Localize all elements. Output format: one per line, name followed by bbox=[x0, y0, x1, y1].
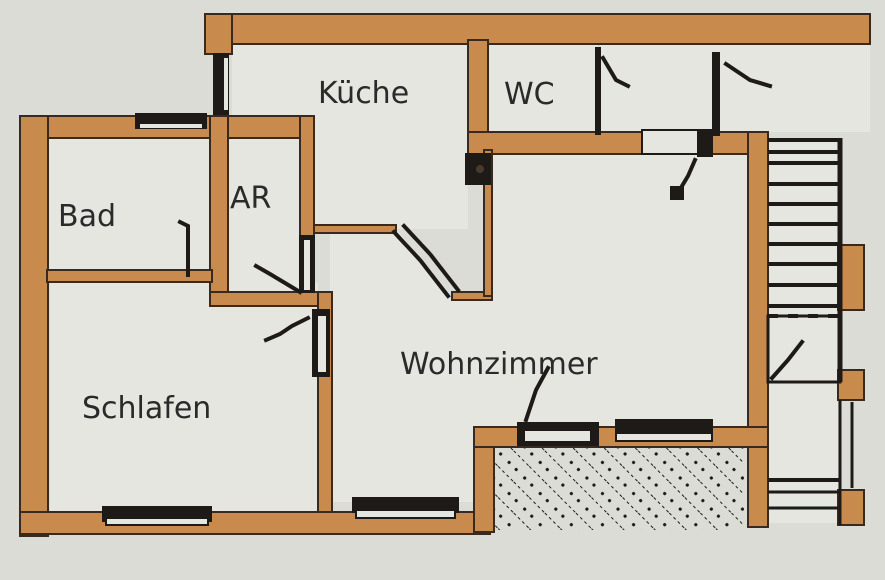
wall-left bbox=[19, 115, 49, 537]
floor-bad bbox=[47, 136, 212, 272]
window-icon bbox=[102, 506, 212, 526]
floor-stair bbox=[768, 138, 838, 523]
window-icon bbox=[213, 53, 229, 115]
window-icon bbox=[641, 129, 713, 157]
wall-top-left bbox=[204, 13, 233, 55]
windows bbox=[102, 53, 713, 526]
wall-right bbox=[747, 131, 769, 528]
door-swing-icon bbox=[769, 339, 805, 381]
door-swing-icon bbox=[595, 47, 631, 135]
wall-wc-bottom bbox=[467, 131, 769, 155]
wall-kueche-lower bbox=[313, 224, 397, 234]
chimney-flue bbox=[474, 163, 486, 175]
door-swing-icon bbox=[391, 223, 461, 299]
wall-ar-right bbox=[299, 115, 315, 237]
floor-wohnzimmer bbox=[330, 152, 748, 502]
window-icon bbox=[135, 113, 207, 129]
wall-far-right-3 bbox=[837, 489, 865, 526]
window-icon bbox=[299, 235, 315, 293]
stairs-icon bbox=[766, 138, 854, 525]
room-label-bad: Bad bbox=[58, 199, 116, 234]
floor-hall bbox=[600, 44, 870, 132]
door-swing-icon bbox=[670, 157, 698, 200]
window-icon bbox=[352, 497, 459, 519]
room-label-kueche: Küche bbox=[318, 76, 409, 111]
floor-schlafen bbox=[50, 283, 318, 515]
room-label-ar: AR bbox=[230, 181, 271, 216]
room-label-wc: WC bbox=[504, 77, 555, 112]
window-icon bbox=[615, 419, 713, 442]
door-swing-icon bbox=[523, 365, 551, 423]
terrace-hatch-icon bbox=[492, 445, 744, 530]
room-labels: Küche WC Bad AR Schlafen Wohnzimmer bbox=[58, 76, 598, 426]
floor-ar bbox=[228, 140, 300, 292]
floor-wc bbox=[488, 44, 598, 132]
door-swing-icon bbox=[177, 219, 190, 277]
door-swing-icon bbox=[712, 52, 773, 136]
window-icon bbox=[312, 309, 330, 377]
window-icon bbox=[517, 422, 599, 446]
room-label-wohnzimmer: Wohnzimmer bbox=[400, 347, 598, 382]
room-label-schlafen: Schlafen bbox=[82, 391, 211, 426]
door-swing-icon bbox=[253, 263, 303, 295]
wall-kueche-right bbox=[483, 149, 493, 297]
wall-ar-bottom bbox=[209, 291, 331, 307]
wall-top bbox=[204, 13, 871, 45]
door-swing-icon bbox=[263, 315, 311, 343]
doors bbox=[177, 47, 805, 423]
wall-bad-bottom bbox=[46, 269, 213, 283]
